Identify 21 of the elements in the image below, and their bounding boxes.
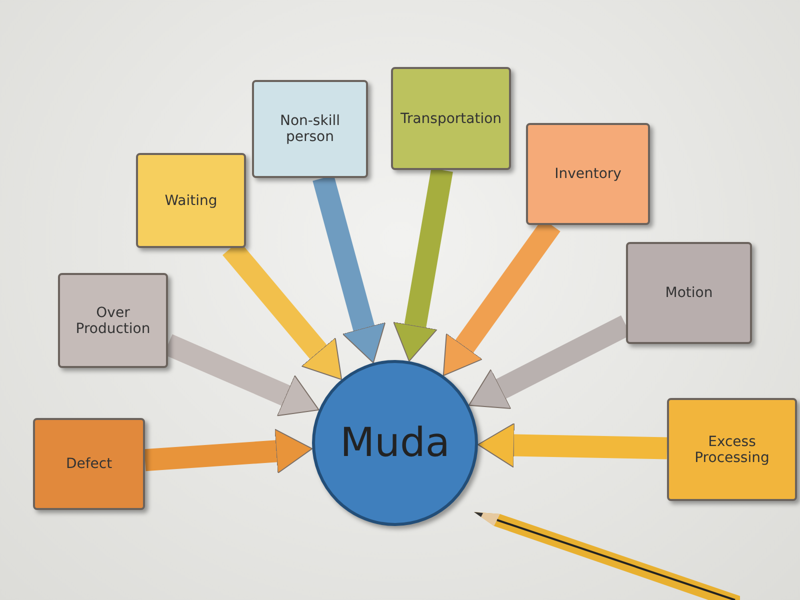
category-box xyxy=(626,242,752,344)
box-label: Motion xyxy=(665,285,713,301)
box-label: Non-skill person xyxy=(278,113,342,145)
box-label: Transportation xyxy=(400,110,502,126)
box-label: Inventory xyxy=(554,166,622,182)
category-box xyxy=(391,67,511,170)
category-box xyxy=(252,80,368,178)
block-arrow xyxy=(144,428,313,474)
category-box xyxy=(526,123,650,225)
box-label: Waiting xyxy=(164,192,218,208)
category-box xyxy=(58,273,168,368)
category-box xyxy=(136,153,246,248)
box-label: Defect xyxy=(66,456,112,472)
box-label: Over Production xyxy=(74,304,152,336)
block-arrow xyxy=(477,422,668,468)
block-arrow xyxy=(312,175,386,364)
category-box xyxy=(33,418,145,510)
center-label: Muda xyxy=(340,420,450,466)
block-arrow xyxy=(393,168,453,362)
box-label: Excess Processing xyxy=(694,434,770,466)
category-box xyxy=(667,398,797,501)
